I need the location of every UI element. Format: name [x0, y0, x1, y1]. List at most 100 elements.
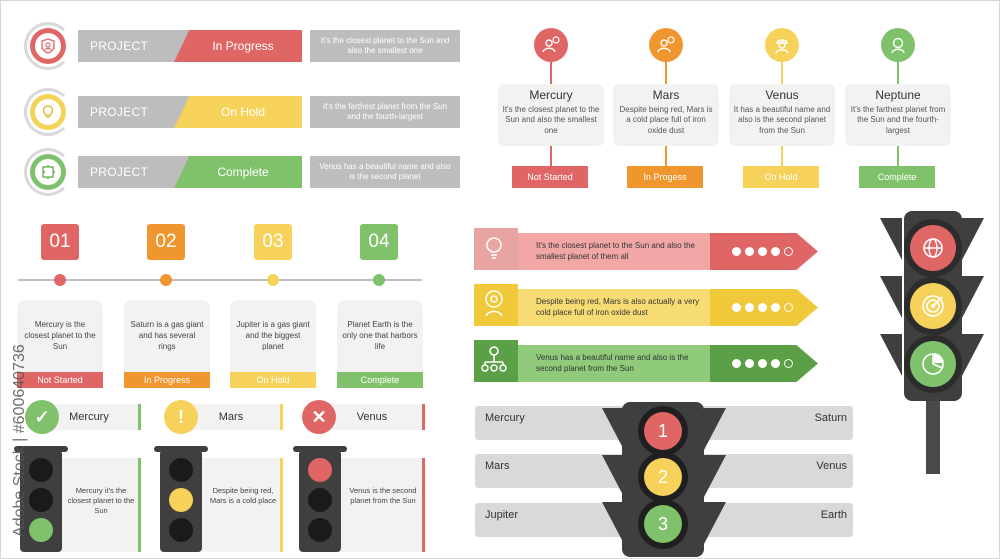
- planet-card: Neptune It's the farthest planet from th…: [845, 84, 951, 146]
- status-badge: In Progress: [124, 372, 210, 388]
- project-arc: [24, 88, 72, 136]
- panel-accent: [280, 404, 283, 430]
- panel-text: Venus is the second planet from the Sun: [349, 486, 417, 506]
- timeline-dot: [267, 274, 279, 286]
- project-status: Complete: [174, 156, 302, 188]
- connector-line: [897, 146, 899, 166]
- comparison-left: Mars: [485, 460, 510, 472]
- planet-card: Mercury It's the closest planet to the S…: [498, 84, 604, 146]
- project-status: In Progress: [174, 30, 302, 62]
- panel-accent: [138, 458, 141, 552]
- banner-text: It's the closest planet to the Sun and a…: [536, 241, 695, 261]
- status-badge: Not Started: [512, 166, 588, 188]
- panel-title: Venus: [322, 404, 422, 430]
- worker-icon: [765, 28, 799, 62]
- green-lamp: [169, 518, 193, 542]
- network-icon: [481, 346, 507, 372]
- status-badge: Complete: [859, 166, 935, 188]
- timeline-dot: [373, 274, 385, 286]
- connector-line: [550, 146, 552, 166]
- banner-arrow: Venus has a beautiful name and also is t…: [510, 345, 818, 382]
- target-person-icon: [485, 290, 503, 317]
- timeline-line: [18, 279, 422, 281]
- traffic-light: [154, 446, 208, 552]
- planet-name: Venus: [765, 88, 799, 102]
- project-arc: [24, 22, 72, 70]
- connector-line: [665, 146, 667, 166]
- target-icon: [922, 295, 944, 317]
- panel-accent: [138, 404, 141, 430]
- banner-text: Despite being red, Mars is also actually…: [536, 297, 700, 317]
- red-lamp: [169, 458, 193, 482]
- status-badge: On Hold: [743, 166, 819, 188]
- lightbulb-icon: [486, 237, 502, 259]
- connector-line: [781, 62, 783, 84]
- project-status: On Hold: [174, 96, 302, 128]
- status-badge: Not Started: [17, 372, 103, 388]
- comparison-left: Jupiter: [485, 509, 519, 521]
- planet-column: Mercury It's the closest planet to the S…: [498, 28, 604, 198]
- timeline-dot: [54, 274, 66, 286]
- step-text: Jupiter is a gas giant and the biggest p…: [236, 320, 310, 351]
- step-text: Saturn is a gas giant and has several ri…: [130, 320, 204, 351]
- timeline-dot: [160, 274, 172, 286]
- traffic-light: [14, 446, 68, 552]
- step-number: 03: [254, 224, 292, 260]
- red-lamp: [904, 219, 962, 277]
- planet-card: Mars Despite being red, Mars is a cold p…: [613, 84, 719, 146]
- planet-card: Venus It has a beautiful name and also i…: [729, 84, 835, 146]
- banner-arrow: Despite being red, Mars is also actually…: [510, 289, 818, 326]
- planet-column: Mars Despite being red, Mars is a cold p…: [613, 28, 719, 198]
- comparison-left: Mercury: [485, 412, 525, 424]
- status-badge: On Hold: [230, 372, 316, 388]
- panel-text: Despite being red, Mars is a cold place: [209, 486, 277, 506]
- step-number: 04: [360, 224, 398, 260]
- project-icon-circle: [30, 154, 66, 190]
- banner-tab: [474, 284, 518, 326]
- astronaut-icon: [881, 28, 915, 62]
- step-number: 02: [147, 224, 185, 260]
- red-lamp: 1: [638, 406, 688, 456]
- planet-description: Despite being red, Mars is a cold place …: [619, 105, 713, 135]
- green-lamp: [308, 518, 332, 542]
- banner-arrow: It's the closest planet to the Sun and a…: [510, 233, 818, 270]
- banner-row: Despite being red, Mars is also actually…: [474, 284, 818, 326]
- traffic-light-pole: [926, 400, 940, 474]
- panel-accent: [422, 458, 425, 552]
- red-lamp: [308, 458, 332, 482]
- project-row: PROJECT In Progress It's the closest pla…: [24, 22, 464, 70]
- lamp-number: 3: [644, 505, 682, 543]
- planet-description: It's the farthest planet from the Sun an…: [850, 105, 946, 135]
- green-lamp: [904, 335, 962, 393]
- yellow-lamp: [904, 277, 962, 335]
- banner-row: Venus has a beautiful name and also is t…: [474, 340, 818, 382]
- banner-tab: [474, 340, 518, 382]
- banner-row: It's the closest planet to the Sun and a…: [474, 228, 818, 270]
- project-arc: [24, 148, 72, 196]
- planet-column: Venus It has a beautiful name and also i…: [729, 28, 835, 198]
- green-lamp: [29, 518, 53, 542]
- user-question-icon: [649, 28, 683, 62]
- lamp-number: 1: [644, 412, 682, 450]
- yellow-lamp: [29, 488, 53, 512]
- close-icon: ✕: [302, 400, 336, 434]
- project-row: PROJECT Complete Venus has a beautiful n…: [24, 148, 464, 196]
- yellow-lamp: [169, 488, 193, 512]
- connector-line: [550, 62, 552, 84]
- step-number: 01: [41, 224, 79, 260]
- connector-line: [665, 62, 667, 84]
- project-icon-circle: [30, 28, 66, 64]
- yellow-lamp: 2: [638, 452, 688, 502]
- planet-description: It's the closest planet to the Sun and a…: [502, 105, 600, 135]
- planet-name: Mercury: [529, 88, 573, 102]
- planet-description: It has a beautiful name and also is the …: [733, 105, 831, 135]
- traffic-light: [293, 446, 347, 552]
- step-text: Mercury is the closest planet to the Sun: [24, 320, 96, 351]
- banner-text: Venus has a beautiful name and also is t…: [536, 353, 689, 373]
- project-row: PROJECT On Hold It's the farthest planet…: [24, 88, 464, 136]
- pie-chart-icon: [922, 353, 944, 375]
- check-icon: ✓: [25, 400, 59, 434]
- banner-tab: [474, 228, 518, 270]
- lamp-number: 2: [644, 458, 682, 496]
- lightbulb-icon: [42, 105, 54, 118]
